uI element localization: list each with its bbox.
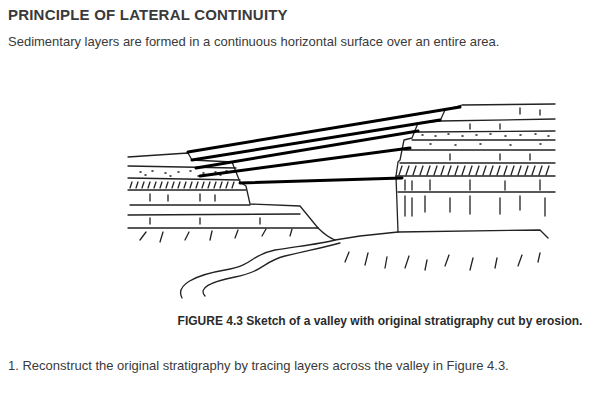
figure-caption: FIGURE 4.3 Sketch of a valley with origi… bbox=[160, 314, 600, 328]
exercise-question: 1. Reconstruct the original stratigraphy… bbox=[8, 358, 598, 373]
section-title: PRINCIPLE OF LATERAL CONTINUITY bbox=[8, 6, 288, 23]
body-text: Sedimentary layers are formed in a conti… bbox=[8, 34, 598, 49]
